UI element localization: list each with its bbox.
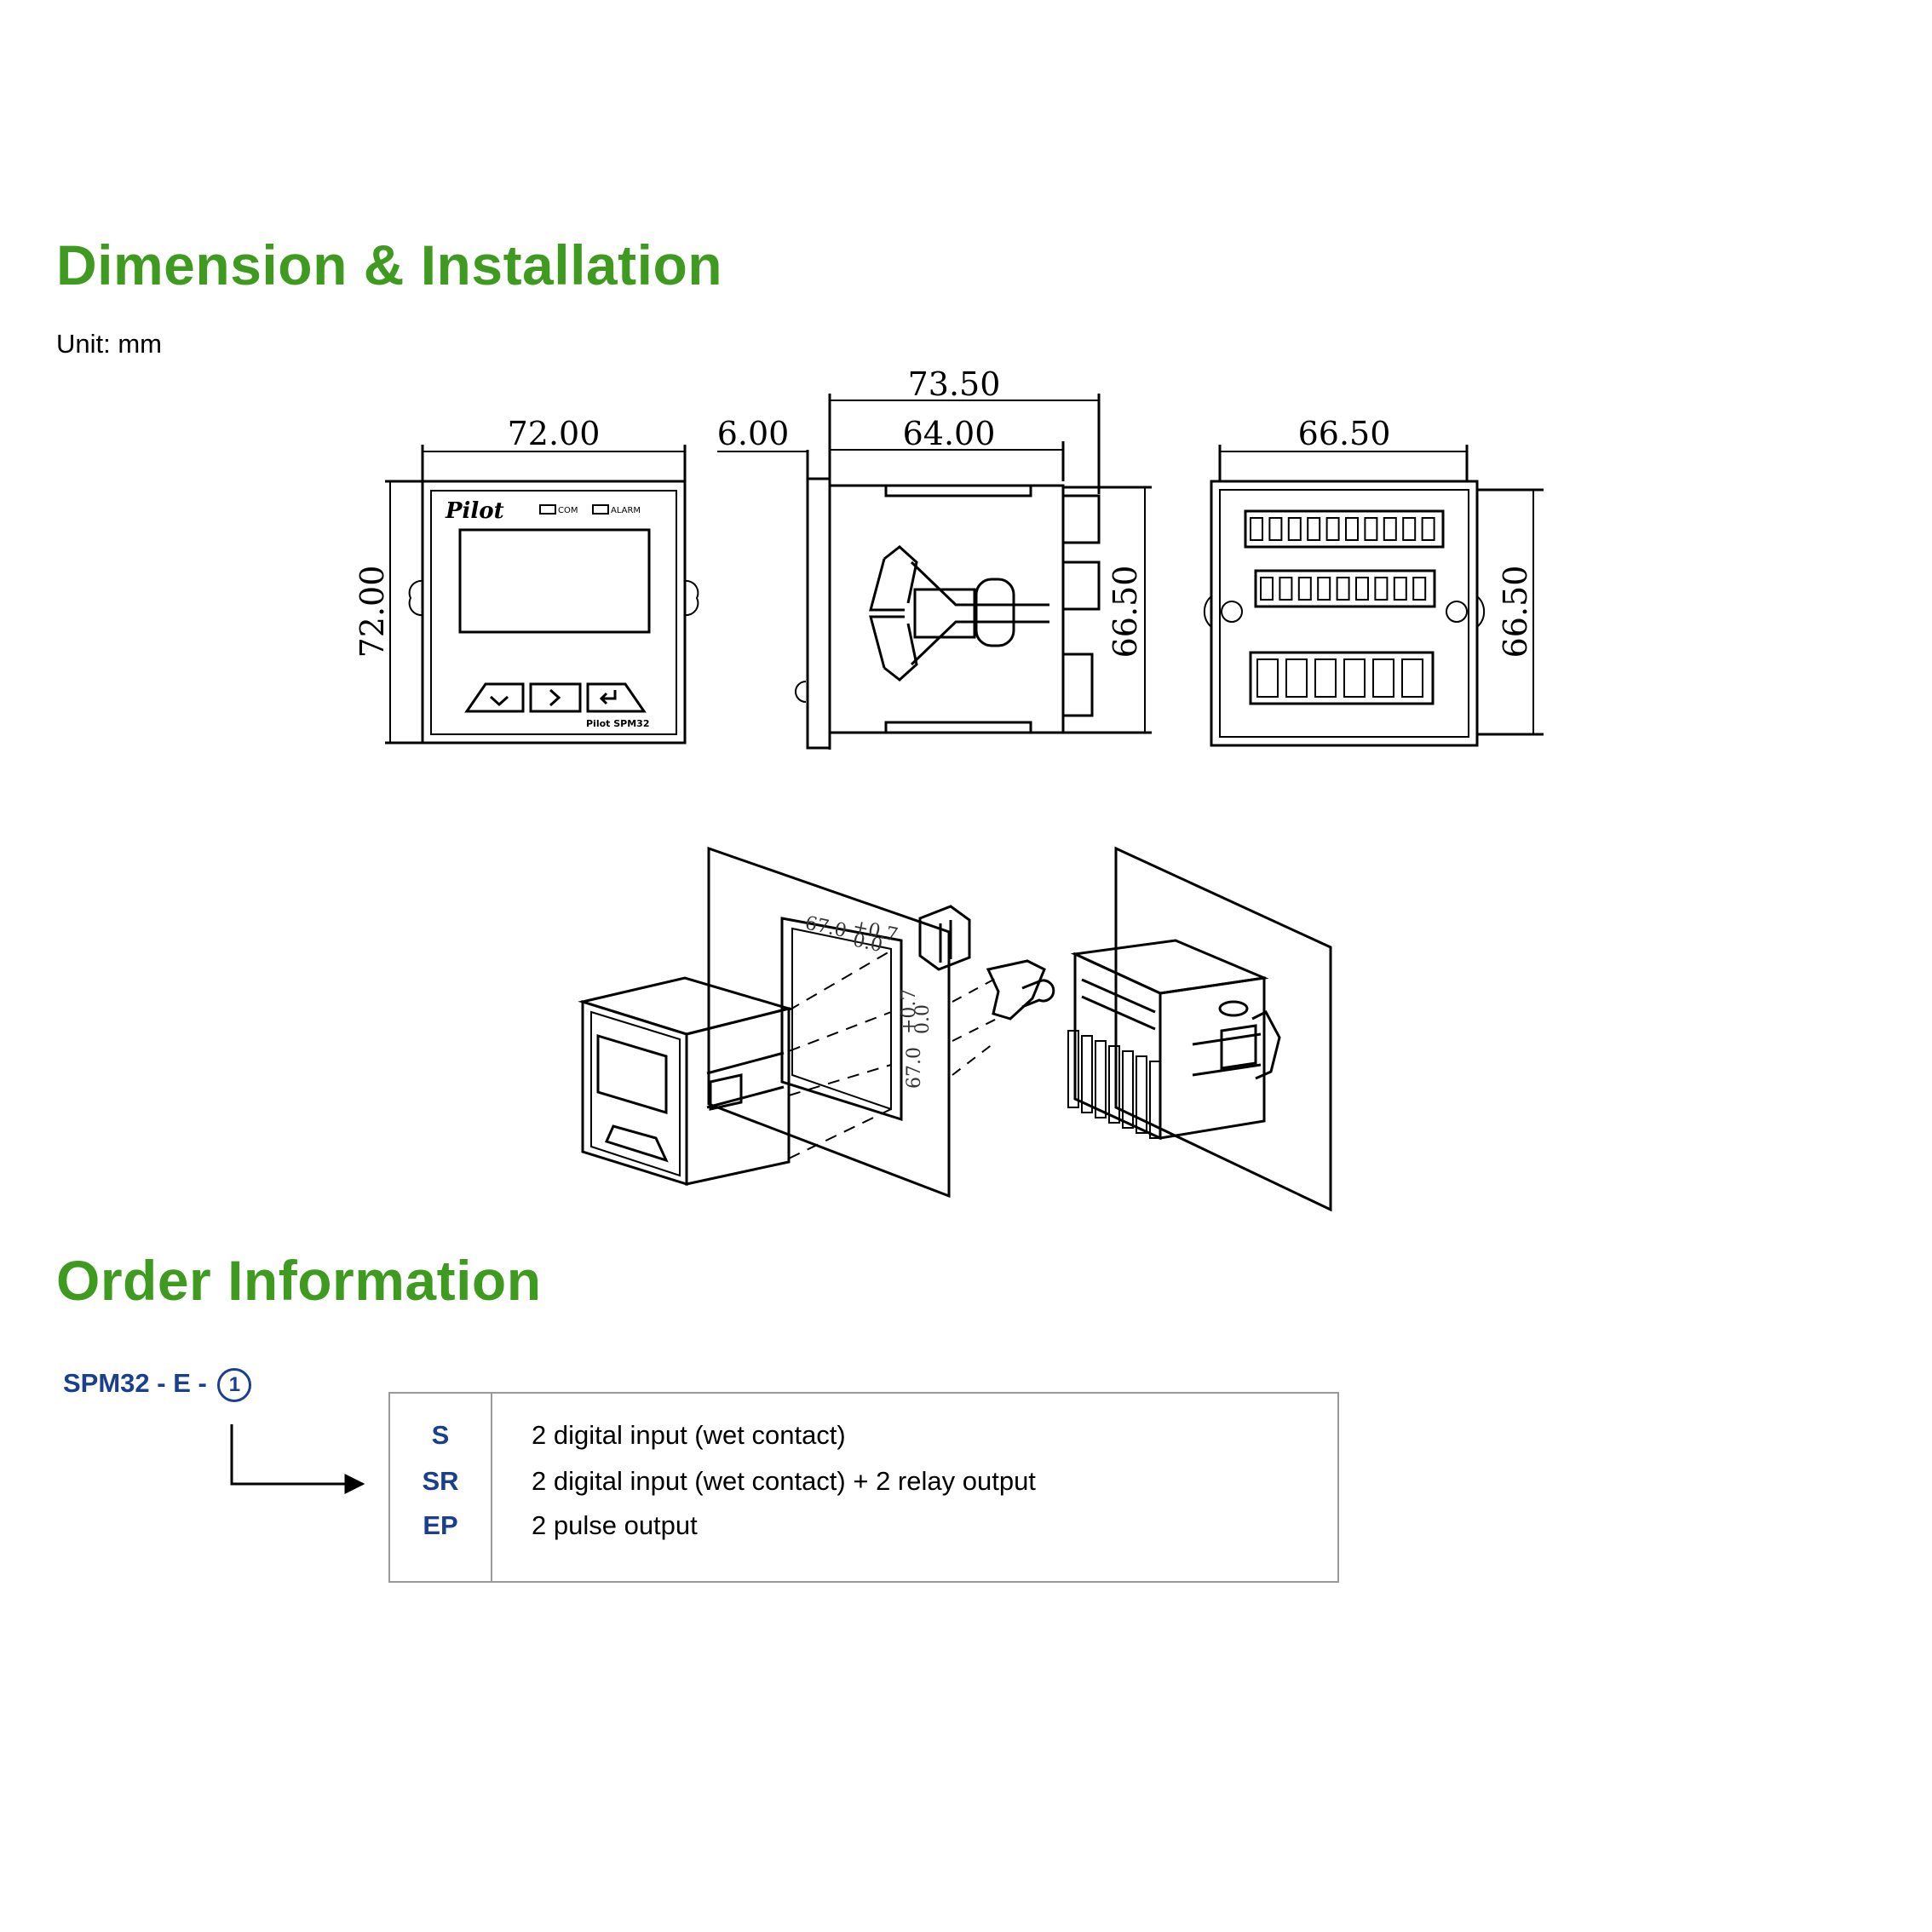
terminal-pin [1421,517,1435,541]
cutout-height-tol-lower: 0.0 [912,1004,934,1034]
order-code: SPM32 - E - 1 [63,1368,252,1402]
brand-logo: Pilot [445,498,504,524]
terminal-pin [1317,577,1331,601]
rear-meter-terminals [1067,1030,1161,1139]
terminal-pin [1250,517,1263,541]
terminal-pin [1285,658,1308,698]
terminal-pin [1256,658,1279,698]
terminal-pin [1412,577,1427,601]
terminal-pin [1307,517,1321,541]
rear-view-drawing [1203,445,1544,747]
terminal-pin [1401,658,1423,698]
terminal-pin [1345,517,1359,541]
terminal-pin [1081,1035,1093,1113]
terminal-pin [1287,517,1302,541]
terminal-pin [1122,1050,1134,1129]
terminal-pin [1268,517,1283,541]
section-title-dimension: Dimension & Installation [56,233,723,296]
terminal-pin [1383,517,1397,541]
terminal-pin [1372,658,1394,698]
installation-illustration [578,846,1332,1212]
order-arrow [230,1424,365,1494]
front-model-label: Pilot SPM32 [586,718,650,729]
cutout-height-label: 67.0 [904,1047,925,1089]
side-body-label: 64.00 [903,415,996,452]
front-height-label: 72.00 [354,566,391,658]
cutout-width-label: 67.0 [803,912,848,942]
terminal-pin [1108,1045,1120,1124]
terminal-pin [1149,1061,1161,1139]
terminal-pin [1374,577,1389,601]
terminal-pin [1355,577,1369,601]
side-height-label: 66.50 [1107,566,1144,658]
order-code-prefix: SPM32 - E - [63,1368,215,1399]
option-code: EP [389,1507,492,1582]
terminal-pin [1136,1055,1147,1134]
table-row: SR 2 digital input (wet contact) + 2 rel… [389,1456,1338,1507]
side-view-drawing [717,394,1152,750]
rear-width-label: 66.50 [1298,415,1391,452]
terminal-pin [1297,577,1312,601]
front-view-drawing [385,445,699,745]
terminal-pin [1314,658,1337,698]
table-row: EP 2 pulse output [389,1507,1338,1582]
side-total-label: 73.50 [908,365,1001,403]
terminal-pin [1343,658,1366,698]
front-width-label: 72.00 [508,415,601,452]
table-row: S 2 digital input (wet contact) [389,1393,1338,1456]
rear-height-label: 66.50 [1497,566,1534,658]
terminal-pin [1364,517,1378,541]
terminal-pin [1393,577,1407,601]
option-desc: 2 digital input (wet contact) + 2 relay … [532,1466,1036,1496]
option-desc: 2 digital input (wet contact) [532,1420,846,1450]
cutout-height-tol-upper: +0.7 [899,989,920,1034]
rear-terminal-pins [1250,517,1435,698]
side-bezel-label: 6.00 [717,415,790,452]
unit-label: Unit: mm [56,329,162,359]
led-com-label: COM [558,506,578,515]
section-title-order: Order Information [56,1249,542,1312]
terminal-pin [1336,577,1350,601]
option-code: S [389,1393,492,1456]
terminal-pin [1279,577,1293,601]
terminal-pin [1325,517,1340,541]
led-alarm-label: ALARM [611,506,641,515]
order-code-marker: 1 [217,1368,252,1402]
terminal-pin [1402,517,1417,541]
terminal-pin [1095,1040,1107,1118]
option-desc: 2 pulse output [532,1510,698,1540]
option-code: SR [389,1456,492,1507]
terminal-pin [1067,1030,1079,1108]
order-options-table: S 2 digital input (wet contact) SR 2 dig… [388,1392,1339,1583]
terminal-pin [1260,577,1274,601]
